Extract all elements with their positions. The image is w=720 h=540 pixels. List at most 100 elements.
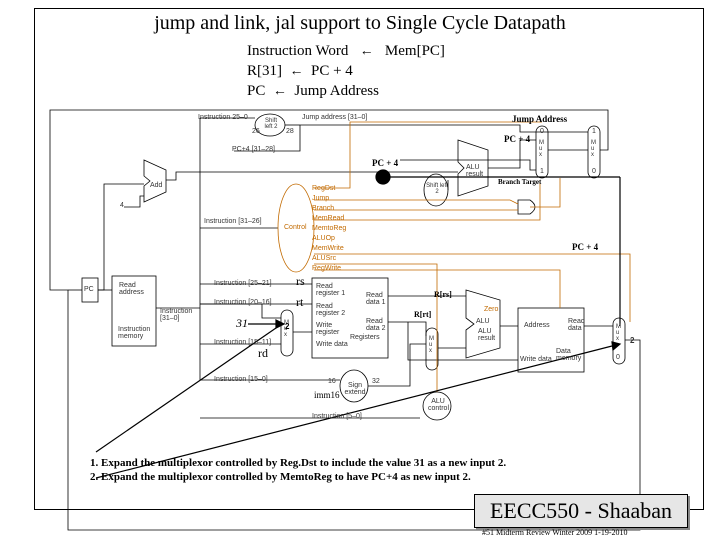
branch-mux <box>535 125 549 179</box>
rtl-arrow: ← <box>272 84 287 99</box>
label-mux-regdst: M u x <box>284 320 289 338</box>
overlay-rt: rt <box>296 295 304 309</box>
label-write-data-mem: Write data <box>520 356 552 363</box>
course-brand: EECC550 - Shaaban <box>474 494 688 528</box>
control-signal: RegDst <box>312 185 336 192</box>
overlay-imm16: imm16 <box>314 390 340 400</box>
regdst-mux <box>280 309 294 357</box>
rtl-arrow: ← <box>359 44 374 59</box>
label-alu-result: ALU result <box>478 328 496 342</box>
note-2: 2. Expand the multiplexor controlled by … <box>90 471 471 483</box>
label-pc: PC <box>84 286 94 293</box>
label-16: 16 <box>328 378 336 385</box>
rtl-rhs: Mem[PC] <box>384 43 445 59</box>
control-signal: MemRead <box>312 215 345 222</box>
label-mux0-memtoreg: 0 <box>616 354 620 361</box>
rtl-rhs: PC + 4 <box>311 63 353 79</box>
label-read-register-1: Read register 1 <box>316 283 346 297</box>
label-instr-15-11: Instruction [15–11] <box>214 339 272 346</box>
overlay-pc4-a: PC + 4 <box>504 134 531 144</box>
label-alu-control: ALU control <box>428 398 450 412</box>
rtl-arrow: ← <box>289 64 304 79</box>
overlay-branch-target: Branch Target <box>498 178 542 186</box>
rtl-lhs: R[31] <box>247 63 282 79</box>
label-shift-left-branch: Shift left 2 <box>426 183 448 195</box>
label-instr-20-16: Instruction [20–16] <box>214 299 272 306</box>
control-unit-ellipse <box>277 183 315 273</box>
control-signal: ALUSrc <box>312 255 337 262</box>
rtl-lhs: Instruction Word <box>247 43 349 59</box>
instruction-memory-box <box>111 275 157 347</box>
overlay-r-rs: R[rs] <box>434 290 452 299</box>
label-instr-25-21: Instruction [25–21] <box>214 280 272 287</box>
label-address: Address <box>524 322 550 329</box>
label-mux-memtoreg: M u x <box>616 324 621 342</box>
label-data-memory: Data memory <box>556 348 582 362</box>
control-signal: RegWrite <box>312 265 342 272</box>
pc-adder-shape <box>143 159 167 203</box>
rtl-line-3: PC ← Jump Address <box>247 83 379 100</box>
branch-adder-shape <box>457 139 489 197</box>
label-instruction-memory: Instruction memory <box>118 326 151 340</box>
label-instr-31-26: Instruction [31–26] <box>204 218 262 225</box>
control-signal: MemtoReg <box>312 225 347 232</box>
label-mux2-regdst: 2 <box>285 322 290 331</box>
rtl-line-2: R[31] ← PC + 4 <box>247 63 353 80</box>
overlay-rs: rs <box>296 274 305 288</box>
overlay-r-rt: R[rt] <box>414 310 432 319</box>
overlay-pc4-b: PC + 4 <box>372 158 399 168</box>
label-26: 26 <box>252 128 260 135</box>
label-write-data: Write data <box>316 341 348 348</box>
label-add: Add <box>150 182 163 189</box>
control-signal: ALUOp <box>312 235 335 242</box>
rtl-line-1: Instruction Word ← Mem[PC] <box>247 43 445 60</box>
label-registers: Registers <box>350 334 380 341</box>
slide-frame <box>34 8 704 510</box>
label-4: 4 <box>120 202 124 209</box>
label-jump-address-31-0: Jump address [31–0] <box>302 114 368 121</box>
memtoreg-mux <box>612 317 626 365</box>
data-memory-box <box>517 307 585 373</box>
label-read-data-2: Read data 2 <box>366 318 386 332</box>
rtl-rhs: Jump Address <box>294 83 379 99</box>
label-mux-jump: M u x <box>591 140 596 158</box>
label-mux2-memtoreg: 2 <box>630 336 635 345</box>
label-read-address: Read address <box>119 282 144 296</box>
label-mux1-jump: 1 <box>592 128 596 135</box>
label-instr-5-0: Instruction [5–0] <box>312 413 362 420</box>
label-shift-left: Shift left 2 <box>264 118 278 130</box>
control-signal-list: RegDst Jump Branch MemRead MemtoReg ALUO… <box>312 184 346 274</box>
control-signal: MemWrite <box>312 245 344 252</box>
label-mux1-branch: 1 <box>540 168 544 175</box>
slide-footer: #51 Midterm Review Winter 2009 1-19-2010 <box>482 528 628 537</box>
control-signal: Branch <box>312 205 335 212</box>
label-alu: ALU <box>476 318 490 325</box>
jump-mux <box>587 125 601 179</box>
label-instruction-31-0: Instruction [31–0] <box>160 308 193 322</box>
label-sign-extend: Sign extend <box>344 382 366 396</box>
overlay-rd: rd <box>258 346 268 360</box>
alusrc-mux <box>425 327 439 371</box>
label-mux0-branch: 0 <box>540 128 544 135</box>
label-28: 28 <box>286 128 294 135</box>
slide-title: jump and link, jal support to Single Cyc… <box>154 12 566 34</box>
label-control: Control <box>284 224 307 231</box>
label-instr-15-0: Instruction [15–0] <box>214 376 268 383</box>
label-read-data: Read data <box>568 318 585 332</box>
main-alu-shape <box>465 289 501 359</box>
label-read-data-1: Read data 1 <box>366 292 386 306</box>
label-mux0-jump: 0 <box>592 168 596 175</box>
branch-and-gate <box>517 199 536 215</box>
overlay-pc4-c: PC + 4 <box>572 242 599 252</box>
label-alu-result-top: ALU result <box>466 164 484 178</box>
control-signal: Jump <box>312 195 330 202</box>
label-mux-alusrc: M u x <box>429 336 434 354</box>
overlay-31: 31 <box>236 316 248 330</box>
label-read-register-2: Read register 2 <box>316 303 346 317</box>
label-zero: Zero <box>484 306 499 313</box>
label-mux-branch: M u x <box>539 140 544 158</box>
label-instr-25-0: Instruction 25–0 <box>198 114 248 121</box>
label-pc4-31-28: PC+4 [31–28] <box>232 146 276 153</box>
label-32: 32 <box>372 378 380 385</box>
